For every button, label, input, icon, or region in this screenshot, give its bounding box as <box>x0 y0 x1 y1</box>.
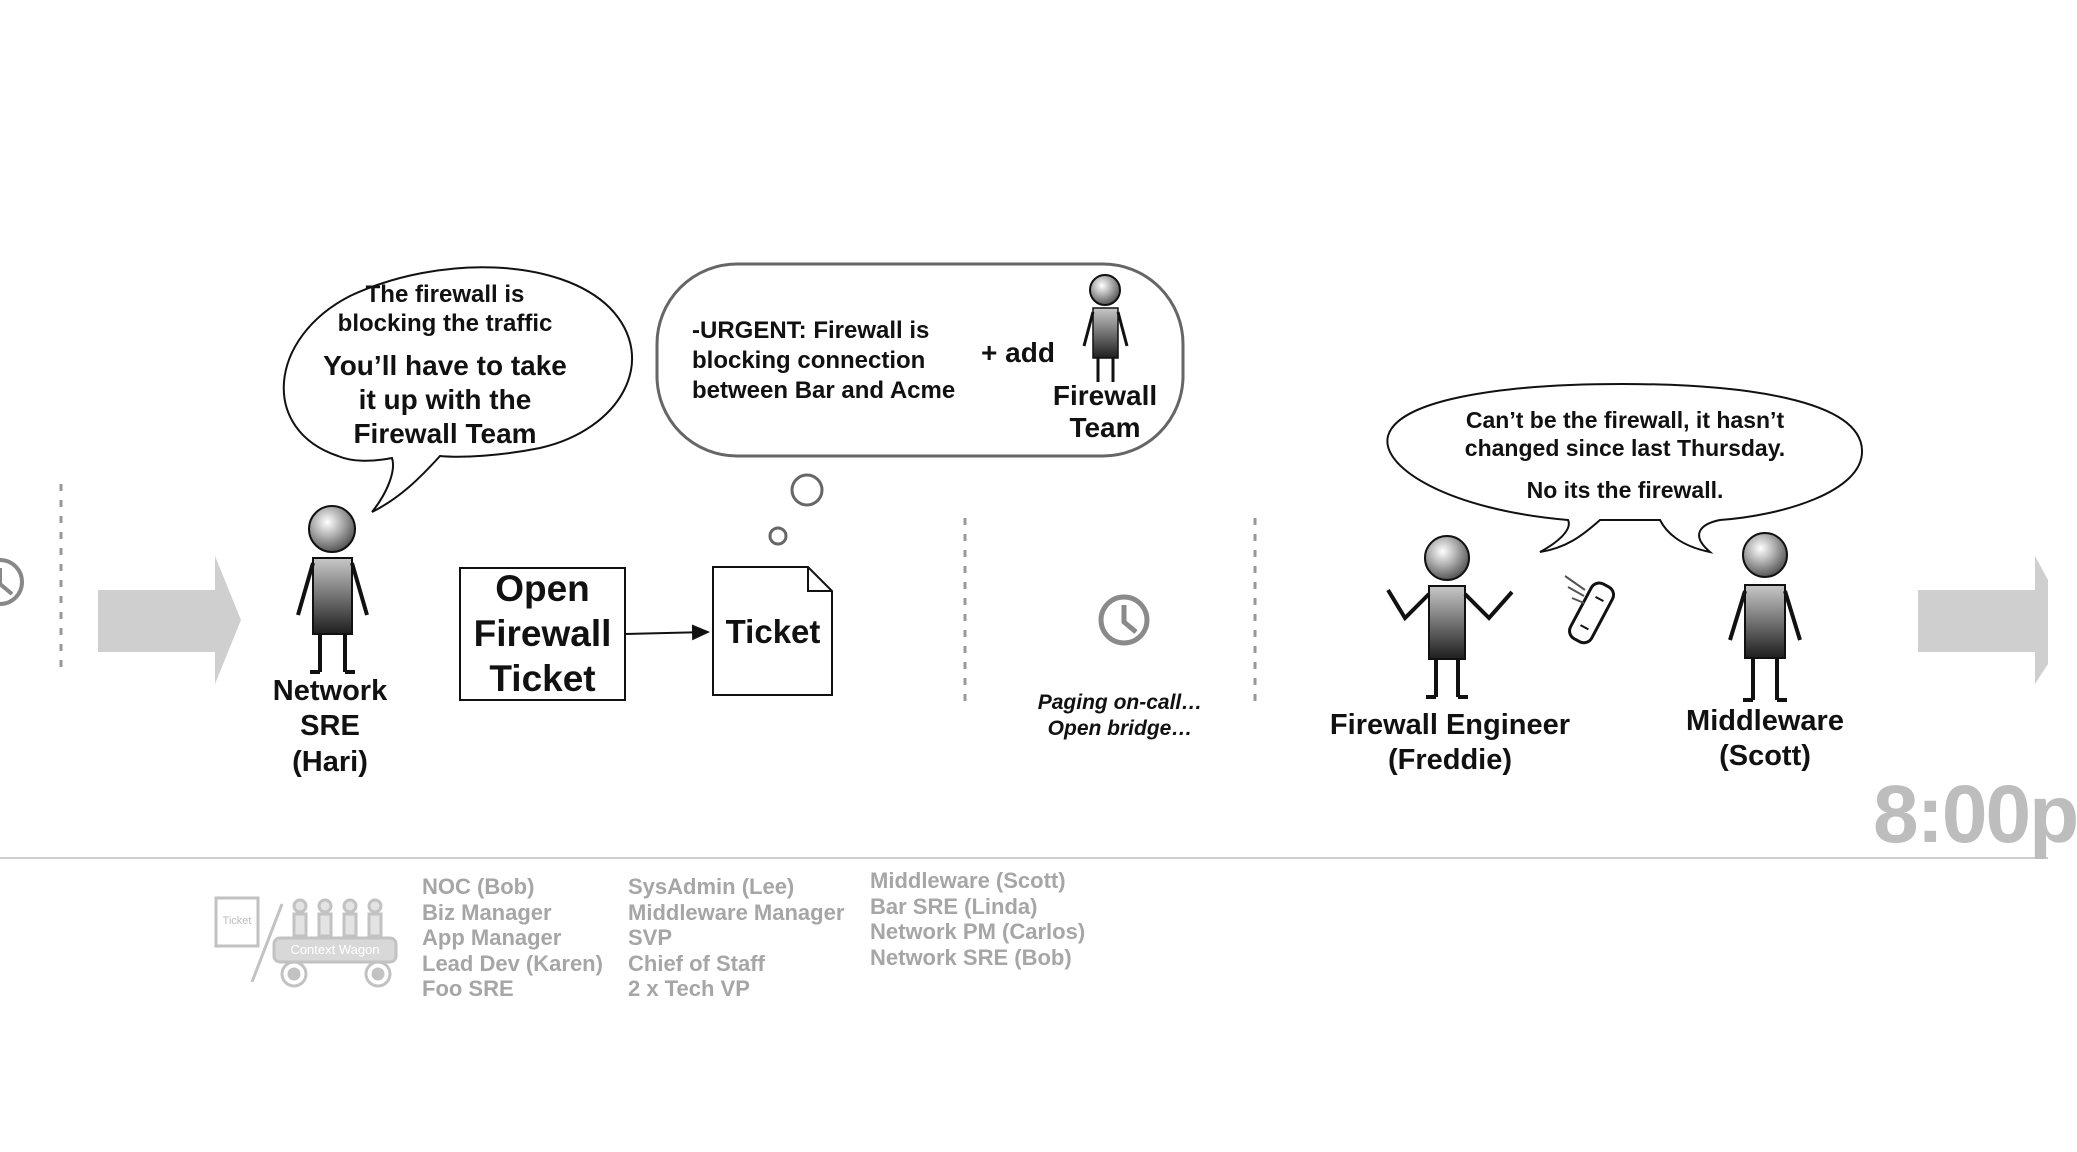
wagon-label: Context Wagon <box>290 942 380 957</box>
exchange-text-a: Can’t be the firewall, it hasn’t changed… <box>1400 406 1850 462</box>
exchange-line-1: Can’t be the firewall, it hasn’t <box>1465 407 1785 433</box>
paging-text: Paging on-call… Open bridge… <box>1010 690 1230 742</box>
thought-bubble <box>655 262 1185 546</box>
hari-label: Network SRE (Hari) <box>240 674 420 780</box>
roster-item: Middleware Manager <box>628 899 845 925</box>
roster-column-1: NOC (Bob) Biz Manager App Manager Lead D… <box>422 874 603 1002</box>
action-box <box>459 567 626 701</box>
hari-label-line-1: Network <box>272 675 388 707</box>
firewall-team-figure <box>1082 274 1129 382</box>
time-label: 8:00p <box>1873 769 2077 860</box>
freddie-label-line-2: (Freddie) <box>1387 744 1513 776</box>
scott-label: Middleware (Scott) <box>1660 704 1870 774</box>
add-label: + add <box>981 337 1055 368</box>
scott-label-line-1: Middleware <box>1686 705 1844 737</box>
firewall-team-label: Firewall Team <box>1040 380 1170 444</box>
roster-item: Foo SRE <box>422 976 514 1001</box>
exchange-line-2: changed since last Thursday. <box>1464 435 1786 461</box>
network-sre-hari-figure <box>296 505 369 674</box>
roster-item: SysAdmin (Lee) <box>628 874 795 899</box>
ring-lines-icon <box>1564 575 1586 604</box>
paging-line-2: Open bridge… <box>1047 717 1193 740</box>
action-box-text: Open Firewall Ticket <box>460 566 625 701</box>
context-wagon-icon <box>214 896 398 988</box>
roster-item: Biz Manager <box>422 899 552 925</box>
ticket-document-icon <box>712 566 833 696</box>
hari-bubble-text-b: You’ll have to take it up with the Firew… <box>290 349 600 451</box>
hari-speech-bubble <box>282 266 634 513</box>
exchange-speech-bubble <box>1386 382 1864 554</box>
phone-icon <box>1568 581 1616 645</box>
hari-bubble-line-5: Firewall Team <box>353 418 537 450</box>
roster-item: Network SRE (Bob) <box>870 944 1072 970</box>
roster-item: Lead Dev (Karen) <box>422 950 603 976</box>
middleware-scott-figure <box>1728 532 1802 702</box>
action-box-line-3: Ticket <box>489 658 596 699</box>
flow-arrow-right <box>1918 556 2048 684</box>
roster-column-3: Middleware (Scott) Bar SRE (Linda) Netwo… <box>870 868 1085 970</box>
hari-bubble-line-1: The firewall is <box>365 281 525 308</box>
clock-icon-left <box>0 558 24 606</box>
roster-item: Chief of Staff <box>628 950 765 976</box>
flow-arrow-left <box>98 556 241 684</box>
ticket-arrow <box>624 624 710 641</box>
ticket-label: Ticket <box>725 613 821 650</box>
roster-item: App Manager <box>422 925 562 950</box>
thought-line-2: blocking connection <box>692 347 926 374</box>
firewall-team-line-2: Team <box>1069 412 1141 443</box>
roster-item: NOC (Bob) <box>422 874 535 899</box>
freddie-label: Firewall Engineer (Freddie) <box>1300 708 1600 778</box>
scott-label-line-2: (Scott) <box>1719 740 1811 772</box>
hari-bubble-line-3: You’ll have to take <box>323 350 567 381</box>
wagon-ticket-label: Ticket <box>222 915 252 927</box>
roster-item: Middleware (Scott) <box>870 868 1066 893</box>
action-box-line-1: Open <box>495 568 590 609</box>
firewall-team-line-1: Firewall <box>1052 380 1158 411</box>
roster-item: Bar SRE (Linda) <box>870 893 1038 919</box>
roster-item: Network PM (Carlos) <box>870 919 1086 944</box>
roster-item: SVP <box>628 925 673 950</box>
hari-bubble-text-a: The firewall is blocking the traffic <box>290 280 600 339</box>
thought-line-1: -URGENT: Firewall is <box>692 317 930 344</box>
freddie-label-line-1: Firewall Engineer <box>1329 709 1571 741</box>
action-box-line-2: Firewall <box>473 613 612 654</box>
thought-line-3: between Bar and Acme <box>692 377 956 404</box>
thought-text: -URGENT: Firewall is blocking connection… <box>692 316 992 406</box>
exchange-line-3: No its the firewall. <box>1526 477 1724 503</box>
roster-item: 2 x Tech VP <box>628 976 750 1001</box>
hari-label-line-2: SRE <box>300 710 360 743</box>
hari-bubble-line-2: blocking the traffic <box>337 310 553 338</box>
clock-icon <box>1098 594 1150 646</box>
paging-line-1: Paging on-call… <box>1037 691 1203 714</box>
firewall-engineer-freddie-figure <box>1386 535 1514 699</box>
roster-column-2: SysAdmin (Lee) Middleware Manager SVP Ch… <box>628 874 844 1002</box>
hari-bubble-line-4: it up with the <box>358 384 532 416</box>
hari-label-line-3: (Hari) <box>292 745 368 778</box>
